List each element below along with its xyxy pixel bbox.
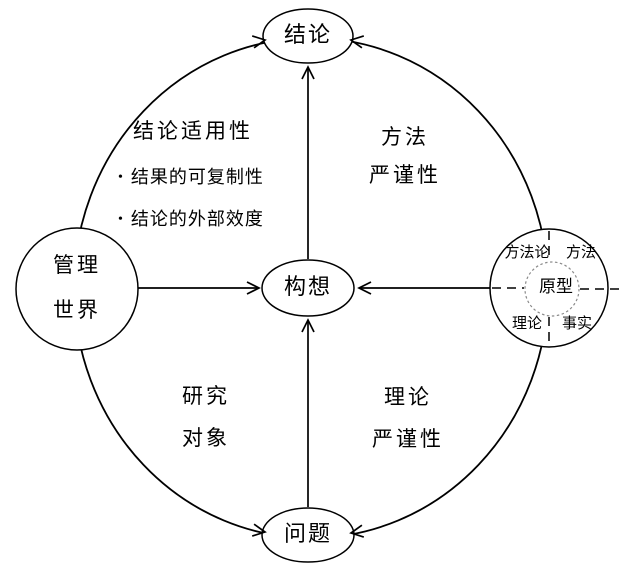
knowledge-method-label: 方法 (565, 245, 596, 261)
knowledge-fact-label: 事实 (561, 316, 592, 332)
problem-ellipse (261, 507, 355, 563)
quadrant-bottom-left-line1: 研究 (182, 384, 230, 408)
bullet-item-replicability-text: 结果的可复制性 (130, 167, 264, 187)
problem-label: 问题 (283, 521, 332, 546)
quadrant-top-left-title: 结论适用性 (133, 119, 253, 143)
quadrant-top-right-line1: 方法 (381, 125, 429, 149)
bullet-icon: • (118, 212, 124, 227)
management-world-label-line1: 管理 (53, 253, 101, 277)
bullet-item-external-validity-text: 结论的外部效度 (130, 209, 264, 229)
prototype-inner-dashed-circle (524, 261, 580, 317)
management-world-circle (15, 227, 139, 351)
knowledge-methodology-label: 方法论 (504, 245, 550, 261)
quadrant-bottom-left-line2: 对象 (182, 426, 230, 450)
arrow-ring-into-problem-left (251, 523, 267, 537)
conclusion-label: 结论 (283, 22, 332, 47)
conclusion-ellipse (262, 8, 354, 64)
conception-label: 构想 (283, 274, 332, 299)
conception-ellipse (261, 259, 355, 317)
arrow-ring-into-problem-right (349, 524, 365, 538)
quadrant-bottom-right-line2: 严谨性 (372, 427, 444, 451)
bullet-item-external-validity: • 结论的外部效度 (118, 205, 264, 231)
arrow-ring-into-conclusion-right (349, 35, 365, 49)
quadrant-bottom-right-line1: 理论 (384, 385, 432, 409)
knowledge-prototype-label: 原型 (539, 277, 573, 296)
knowledge-theory-label: 理论 (511, 316, 542, 332)
bullet-item-replicability: • 结果的可复制性 (118, 163, 264, 189)
quadrant-top-right-line2: 严谨性 (369, 163, 441, 187)
bullet-icon: • (118, 170, 124, 185)
management-world-label-line2: 世界 (53, 298, 101, 322)
arrow-ring-into-conclusion-left (251, 35, 267, 49)
